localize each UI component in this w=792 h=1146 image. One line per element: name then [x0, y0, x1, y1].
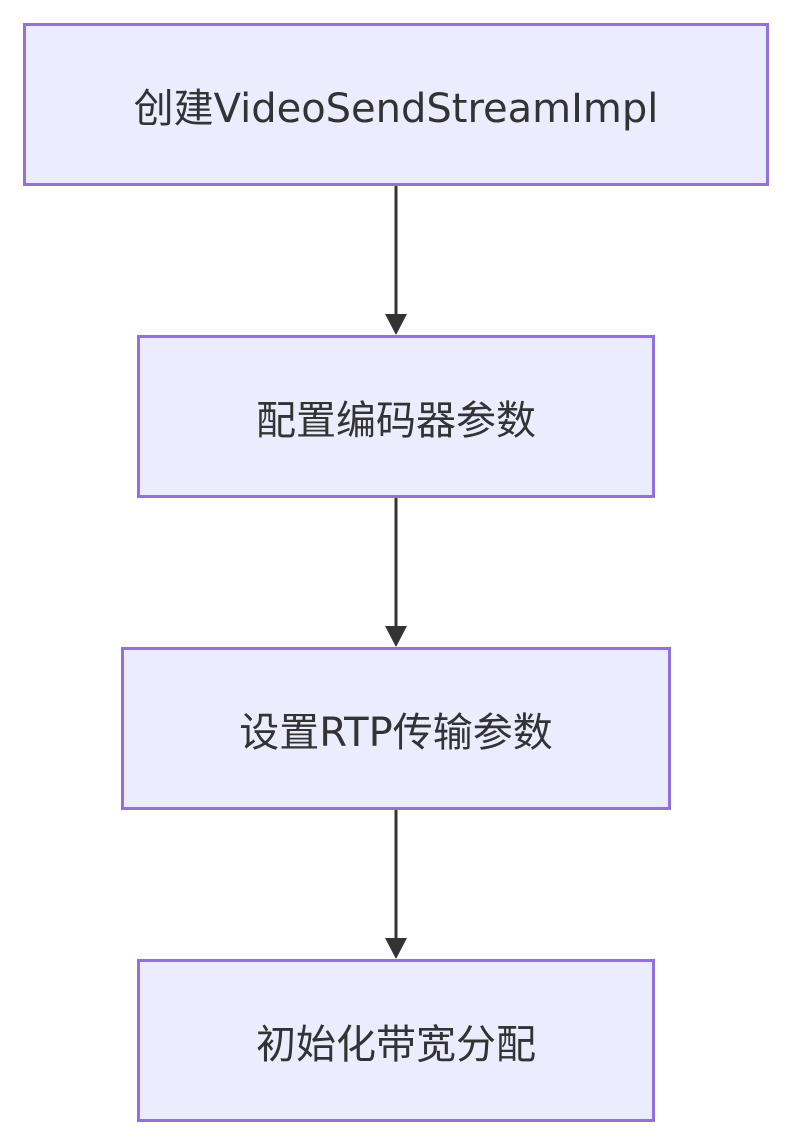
node-label: 初始化带宽分配 [256, 1021, 536, 1068]
arrowhead-icon [385, 314, 407, 335]
arrowhead-icon [385, 938, 407, 959]
edge-n3-n4 [385, 810, 407, 959]
node-init-bandwidth: 初始化带宽分配 [137, 959, 655, 1122]
node-configure-encoder: 配置编码器参数 [137, 335, 655, 498]
node-label: 创建VideoSendStreamImpl [133, 85, 659, 132]
edge-n2-n3 [385, 498, 407, 647]
edge-n1-n2 [385, 186, 407, 335]
node-create-video-send-stream: 创建VideoSendStreamImpl [23, 23, 769, 186]
node-label: 设置RTP传输参数 [239, 709, 553, 756]
node-label: 配置编码器参数 [256, 397, 536, 444]
arrowhead-icon [385, 626, 407, 647]
node-set-rtp-params: 设置RTP传输参数 [121, 647, 671, 810]
